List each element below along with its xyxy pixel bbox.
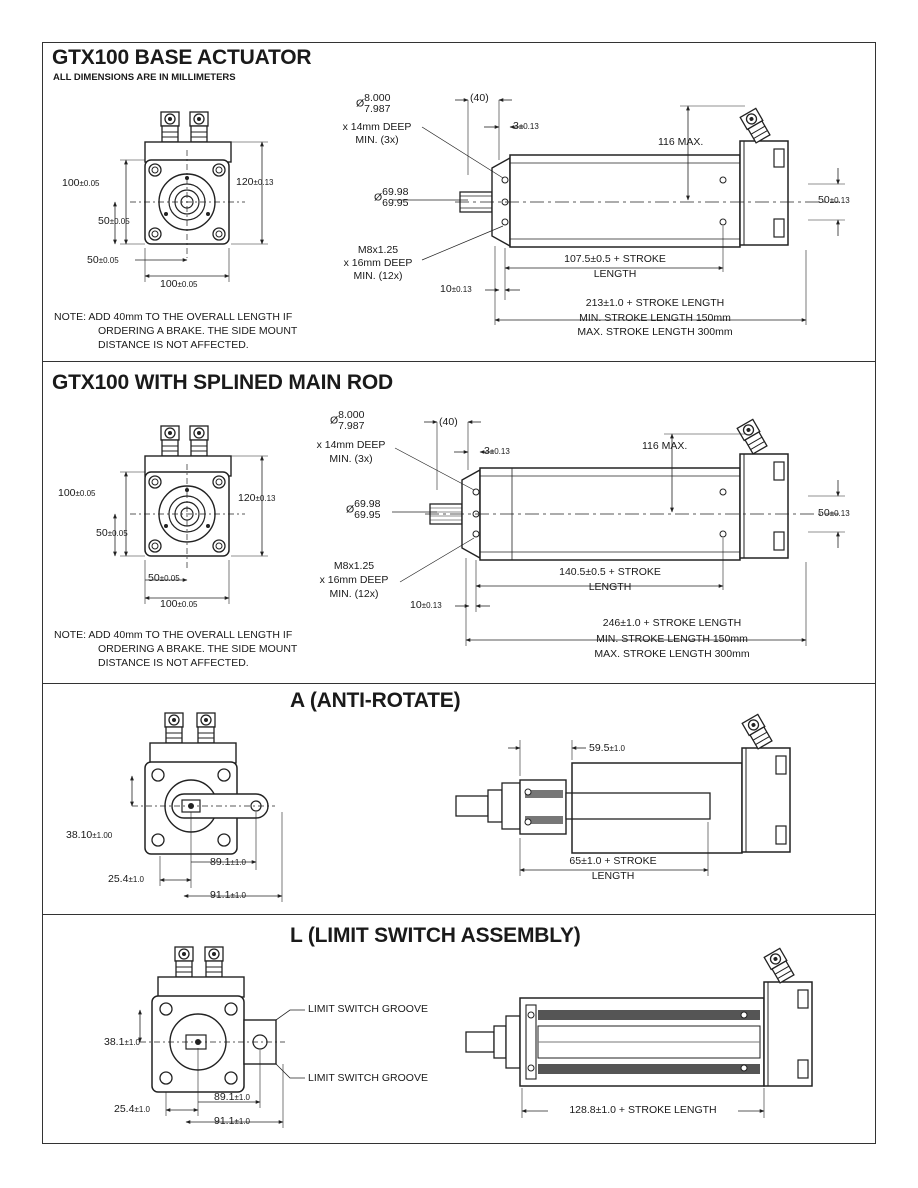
limit-switch-dim-89: 89.1±1.0 — [214, 1091, 250, 1103]
base-thread-depth: x 16mm DEEP — [343, 257, 413, 269]
base-dim-center-v: 50±0.05 — [98, 215, 130, 227]
base-bore-depth: x 14mm DEEP — [342, 121, 412, 133]
section-divider — [42, 361, 876, 362]
base-thread-min: MIN. (12x) — [353, 270, 403, 282]
base-note-3: DISTANCE IS NOT AFFECTED. — [98, 339, 249, 351]
anti-rotate-dim-59: 59.5±1.0 — [589, 742, 625, 754]
base-length-a-2: LENGTH — [593, 268, 637, 280]
base-dim-height-left: 100±0.05 — [62, 177, 100, 189]
limit-switch-end-view — [138, 946, 305, 1128]
base-note-2: ORDERING A BRAKE. THE SIDE MOUNT — [98, 325, 298, 337]
splined-length-b-2: MIN. STROKE LENGTH 150mm — [596, 633, 748, 645]
splined-length-b-3: MAX. STROKE LENGTH 300mm — [594, 648, 750, 660]
base-length-b-3: MAX. STROKE LENGTH 300mm — [577, 326, 733, 338]
splined-dim-width: 100±0.05 — [160, 598, 198, 610]
splined-thread-min: MIN. (12x) — [329, 588, 379, 600]
base-dim-center-h: 50±0.05 — [87, 254, 119, 266]
base-length-b-1: 213±1.0 + STROKE LENGTH — [585, 297, 725, 309]
limit-switch-dim-91: 91.1±1.0 — [214, 1115, 250, 1127]
anti-rotate-dim-25: 25.4±1.0 — [108, 873, 144, 885]
splined-title: GTX100 WITH SPLINED MAIN ROD — [52, 371, 393, 394]
splined-dim-height-left: 100±0.05 — [58, 487, 96, 499]
splined-thread: M8x1.25 — [333, 560, 375, 572]
base-side-view — [392, 98, 845, 325]
splined-end-view — [113, 425, 268, 604]
limit-switch-groove-top: LIMIT SWITCH GROOVE — [308, 1003, 428, 1015]
splined-dim-10: 10±0.13 — [410, 599, 442, 611]
anti-rotate-end-view — [130, 712, 283, 902]
splined-length-a-2: LENGTH — [588, 581, 632, 593]
splined-dim-40: (40) — [439, 416, 458, 428]
base-dim-116: 116 MAX. — [658, 136, 704, 148]
units-subtitle: ALL DIMENSIONS ARE IN MILLIMETERS — [53, 72, 236, 83]
limit-switch-groove-bottom: LIMIT SWITCH GROOVE — [308, 1072, 428, 1084]
anti-rotate-dim-89: 89.1±1.0 — [210, 856, 246, 868]
anti-rotate-length-2: LENGTH — [591, 870, 635, 882]
limit-switch-title: L (LIMIT SWITCH ASSEMBLY) — [290, 924, 581, 947]
splined-note-2: ORDERING A BRAKE. THE SIDE MOUNT — [98, 643, 298, 655]
base-thread: M8x1.25 — [357, 244, 399, 256]
anti-rotate-side-view — [455, 713, 791, 876]
base-dim-50: 50±0.13 — [818, 194, 850, 206]
anti-rotate-dim-38: 38.10±1.00 — [66, 829, 113, 841]
base-dim-width: 100±0.05 — [160, 278, 198, 290]
drawing-frame — [42, 42, 876, 1144]
anti-rotate-dim-91: 91.1±1.0 — [210, 889, 246, 901]
limit-switch-side-view — [465, 947, 813, 1118]
base-length-b-2: MIN. STROKE LENGTH 150mm — [579, 312, 731, 324]
splined-bore-depth: x 14mm DEEP — [316, 439, 386, 451]
limit-switch-length: 128.8±1.0 + STROKE LENGTH — [548, 1104, 738, 1117]
base-dim-10: 10±0.13 — [440, 283, 472, 295]
splined-side-view — [392, 418, 845, 646]
base-length-a-1: 107.5±0.5 + STROKE — [564, 253, 666, 265]
limit-switch-dim-25: 25.4±1.0 — [114, 1103, 150, 1115]
splined-note-1: NOTE: ADD 40mm TO THE OVERALL LENGTH IF — [54, 629, 293, 641]
anti-rotate-title: A (ANTI-ROTATE) — [290, 689, 461, 712]
splined-thread-depth: x 16mm DEEP — [319, 574, 389, 586]
splined-length-b-1: 246±1.0 + STROKE LENGTH — [602, 617, 742, 629]
splined-dim-height-right: 120±0.13 — [238, 492, 276, 504]
section-divider — [42, 914, 876, 915]
anti-rotate-length-1: 65±1.0 + STROKE — [569, 855, 657, 867]
base-title: GTX100 BASE ACTUATOR — [52, 46, 312, 69]
section-divider — [42, 683, 876, 684]
base-note-1: NOTE: ADD 40mm TO THE OVERALL LENGTH IF — [54, 311, 293, 323]
splined-bore-min: MIN. (3x) — [329, 453, 373, 465]
base-bore-min: MIN. (3x) — [355, 134, 399, 146]
splined-note-3: DISTANCE IS NOT AFFECTED. — [98, 657, 249, 669]
limit-switch-dim-38: 38.1±1.0 — [104, 1036, 140, 1048]
base-dim-40: (40) — [470, 92, 489, 104]
splined-dim-3: 3±0.13 — [484, 445, 510, 457]
base-dim-height-right: 120±0.13 — [236, 176, 274, 188]
splined-dim-50: 50±0.13 — [818, 507, 850, 519]
base-dim-3: 3±0.13 — [513, 120, 539, 132]
splined-dim-116: 116 MAX. — [642, 440, 688, 452]
splined-dim-center-h: 50±0.05 — [148, 572, 180, 584]
splined-dim-center-v: 50±0.05 — [96, 527, 128, 539]
base-end-view — [113, 111, 268, 282]
splined-length-a-1: 140.5±0.5 + STROKE — [559, 566, 661, 578]
